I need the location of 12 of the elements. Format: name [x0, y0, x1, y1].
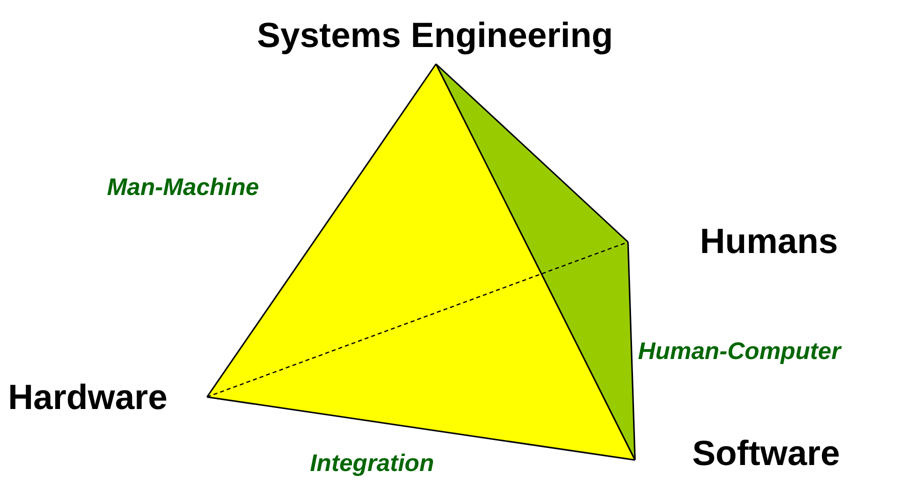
- edge-label: Man-Machine: [107, 174, 260, 202]
- vertex-label: Systems Engineering: [225, 8, 645, 64]
- vertex-label: Software: [635, 428, 840, 480]
- vertex-label: Humans: [628, 216, 838, 268]
- edge-line: [435, 63, 629, 243]
- vertex-label: Hardware: [8, 372, 207, 424]
- hidden-edge-line: [206, 241, 628, 398]
- edge-label: Human-Computer: [638, 338, 841, 366]
- edge-line: [206, 396, 636, 461]
- edge-label: Integration: [310, 450, 434, 478]
- edge-line: [627, 242, 636, 460]
- edge-line: [206, 64, 437, 398]
